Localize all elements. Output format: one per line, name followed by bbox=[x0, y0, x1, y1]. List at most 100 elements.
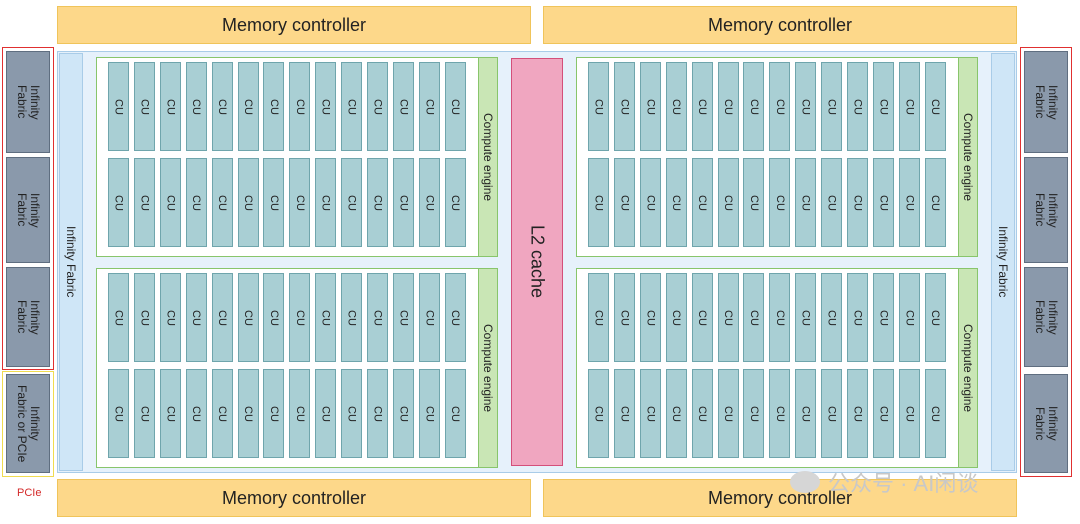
port-left-4: Infinity Fabric or PCIe bbox=[6, 374, 50, 473]
compute-unit-label: CU bbox=[319, 98, 332, 115]
compute-unit-label: CU bbox=[851, 98, 864, 115]
compute-unit-label: CU bbox=[696, 194, 709, 211]
compute-unit-label: CU bbox=[592, 98, 605, 115]
compute-unit-label: CU bbox=[164, 98, 177, 115]
compute-unit: CU bbox=[418, 273, 440, 362]
compute-unit-label: CU bbox=[397, 194, 410, 211]
compute-unit-label: CU bbox=[747, 98, 760, 115]
compute-unit: CU bbox=[795, 158, 817, 247]
compute-unit-label: CU bbox=[903, 405, 916, 422]
compute-unit: CU bbox=[898, 158, 920, 247]
compute-unit: CU bbox=[847, 273, 868, 362]
compute-unit: CU bbox=[717, 273, 739, 362]
compute-unit: CU bbox=[691, 158, 713, 247]
port-label: Infinity Fabric bbox=[1033, 84, 1060, 120]
compute-unit: CU bbox=[315, 273, 337, 362]
compute-unit: CU bbox=[289, 369, 311, 458]
compute-unit: CU bbox=[444, 273, 466, 362]
infinity-fabric-strip-left: Infinity Fabric bbox=[59, 53, 83, 471]
compute-unit: CU bbox=[795, 273, 817, 362]
compute-unit-label: CU bbox=[696, 98, 709, 115]
compute-unit-label: CU bbox=[267, 194, 280, 211]
compute-unit: CU bbox=[795, 62, 817, 151]
port-left-1: Infinity Fabric bbox=[6, 51, 50, 153]
compute-unit: CU bbox=[613, 273, 635, 362]
compute-unit: CU bbox=[588, 62, 609, 151]
watermark-text: 公众号 · AI闲谈 bbox=[828, 471, 979, 496]
compute-engine-bar-bottom-right: Compute engine bbox=[958, 268, 978, 468]
compute-unit-label: CU bbox=[112, 194, 125, 211]
compute-unit-label: CU bbox=[112, 405, 125, 422]
compute-unit-label: CU bbox=[216, 405, 229, 422]
watermark: 公众号 · AI闲谈 bbox=[790, 466, 978, 498]
compute-unit-label: CU bbox=[644, 405, 657, 422]
port-label: Infinity Fabric bbox=[1033, 192, 1060, 228]
compute-unit-label: CU bbox=[929, 309, 942, 326]
compute-unit-label: CU bbox=[618, 309, 631, 326]
compute-unit: CU bbox=[588, 369, 609, 458]
compute-unit-label: CU bbox=[293, 309, 306, 326]
compute-unit-label: CU bbox=[825, 309, 838, 326]
compute-unit-label: CU bbox=[929, 194, 942, 211]
compute-unit: CU bbox=[367, 273, 388, 362]
port-right-1: Infinity Fabric bbox=[1024, 51, 1068, 153]
compute-unit: CU bbox=[159, 369, 181, 458]
compute-unit-label: CU bbox=[449, 98, 462, 115]
compute-unit: CU bbox=[769, 369, 791, 458]
compute-unit-label: CU bbox=[903, 98, 916, 115]
compute-unit-label: CU bbox=[423, 194, 436, 211]
compute-unit-label: CU bbox=[397, 98, 410, 115]
compute-engine-bar-top-right: Compute engine bbox=[958, 57, 978, 257]
memory-controller-label: Memory controller bbox=[707, 487, 853, 508]
compute-unit-label: CU bbox=[112, 309, 125, 326]
compute-unit-label: CU bbox=[371, 98, 384, 115]
compute-unit: CU bbox=[418, 158, 440, 247]
compute-unit-label: CU bbox=[319, 405, 332, 422]
compute-unit-label: CU bbox=[397, 405, 410, 422]
compute-unit-label: CU bbox=[345, 405, 358, 422]
compute-unit: CU bbox=[665, 273, 687, 362]
l2-cache: L2 cache bbox=[511, 58, 563, 466]
compute-unit: CU bbox=[613, 158, 635, 247]
compute-unit-label: CU bbox=[423, 405, 436, 422]
compute-unit: CU bbox=[263, 62, 285, 151]
compute-unit: CU bbox=[185, 273, 207, 362]
compute-unit-label: CU bbox=[138, 309, 151, 326]
compute-unit-label: CU bbox=[773, 98, 786, 115]
compute-unit: CU bbox=[211, 62, 233, 151]
compute-unit-label: CU bbox=[618, 405, 631, 422]
compute-unit-label: CU bbox=[644, 194, 657, 211]
compute-unit: CU bbox=[769, 158, 791, 247]
compute-unit: CU bbox=[691, 369, 713, 458]
compute-unit-label: CU bbox=[138, 405, 151, 422]
compute-unit: CU bbox=[159, 273, 181, 362]
compute-unit-label: CU bbox=[799, 309, 812, 326]
compute-unit-label: CU bbox=[345, 194, 358, 211]
compute-unit: CU bbox=[418, 62, 440, 151]
compute-unit: CU bbox=[237, 158, 259, 247]
compute-unit: CU bbox=[108, 273, 129, 362]
compute-unit-label: CU bbox=[670, 309, 683, 326]
compute-unit-label: CU bbox=[242, 194, 254, 211]
compute-unit: CU bbox=[639, 158, 661, 247]
compute-unit: CU bbox=[795, 369, 817, 458]
compute-unit-label: CU bbox=[190, 309, 203, 326]
compute-unit-label: CU bbox=[592, 194, 605, 211]
compute-unit-label: CU bbox=[773, 194, 786, 211]
compute-unit-label: CU bbox=[216, 309, 229, 326]
compute-unit: CU bbox=[341, 62, 363, 151]
compute-unit: CU bbox=[367, 369, 388, 458]
compute-unit-label: CU bbox=[293, 98, 306, 115]
compute-unit-label: CU bbox=[267, 98, 280, 115]
compute-unit-label: CU bbox=[449, 194, 462, 211]
right-infinity-fabric-highlight bbox=[1020, 47, 1072, 477]
compute-unit: CU bbox=[821, 158, 843, 247]
compute-unit-label: CU bbox=[825, 405, 838, 422]
compute-unit-label: CU bbox=[242, 98, 254, 115]
compute-unit-label: CU bbox=[799, 405, 812, 422]
compute-unit-label: CU bbox=[190, 405, 203, 422]
compute-unit-label: CU bbox=[825, 194, 838, 211]
compute-unit: CU bbox=[108, 369, 129, 458]
compute-unit: CU bbox=[444, 158, 466, 247]
memory-controller-label: Memory controller bbox=[221, 487, 367, 508]
